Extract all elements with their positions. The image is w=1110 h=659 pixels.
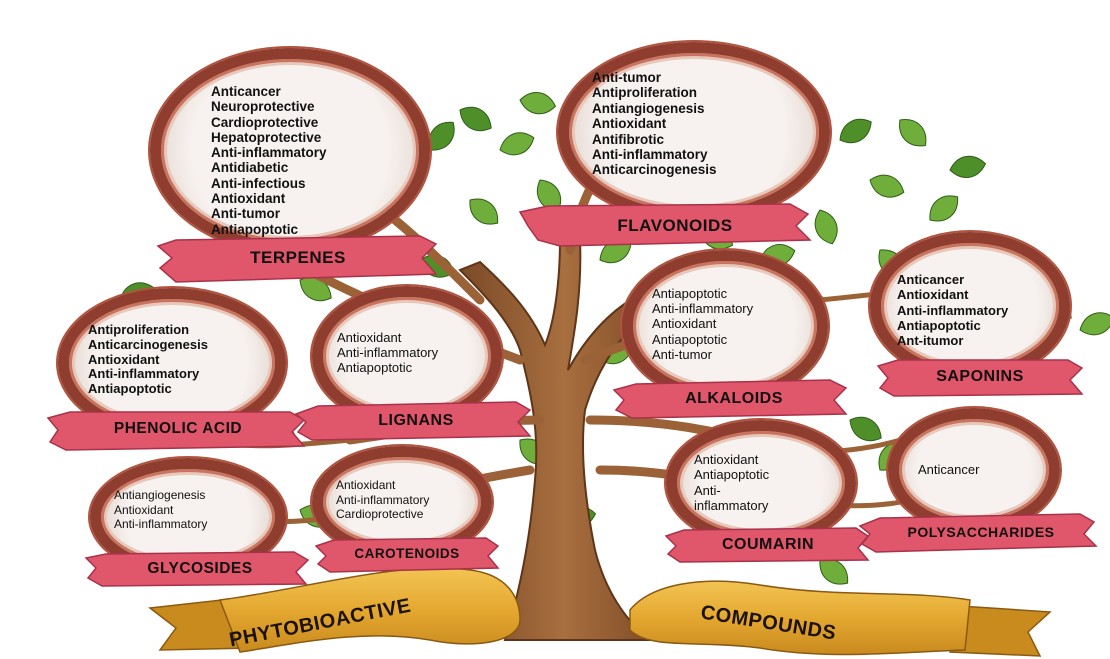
leaf-icon — [849, 416, 882, 442]
phenolic-acid-label: PHENOLIC ACID — [113, 420, 243, 437]
effect-item: Anti-inflammatory — [336, 492, 430, 507]
carotenoids-label: CAROTENOIDS — [354, 546, 460, 561]
terpenes-effects: Anticancer Neuroprotective Cardioprotect… — [211, 84, 327, 237]
effect-item: Cardioprotective — [336, 507, 424, 522]
effect-item: Antifibrotic — [592, 131, 664, 147]
effect-item: Anti- — [694, 482, 721, 498]
effect-item: Anticarcinogenesis — [88, 336, 208, 352]
effect-item: Anti-infectious — [211, 175, 306, 191]
effect-item: Antiapoptotic — [337, 360, 413, 375]
effect-item: Anticancer — [897, 272, 965, 287]
phenolic-acid-effects: Antiproliferation Anticarcinogenesis Ant… — [88, 322, 208, 397]
effect-item: Antiproliferation — [88, 322, 190, 337]
effect-item: Anti-inflammatory — [88, 366, 200, 382]
effect-item: Anticancer — [211, 84, 281, 99]
saponins-ring — [870, 232, 1070, 380]
carotenoids-effects: Antioxidant Anti-inflammatory Cardioprot… — [336, 478, 429, 522]
leaf-icon — [899, 119, 927, 147]
effect-item: Antidiabetic — [211, 160, 289, 176]
effect-item: inflammatory — [694, 497, 769, 513]
leaf-icon — [519, 92, 557, 115]
leaf-icon — [536, 179, 562, 212]
alkaloids-ring — [622, 250, 828, 402]
polysaccharides-label: POLYSACCHARIDES — [907, 524, 1055, 540]
leaf-icon — [1079, 312, 1110, 336]
effect-item: Antiapoptotic — [694, 467, 770, 483]
effect-item: Anti-inflammatory — [897, 302, 1009, 318]
effect-item: Anti-tumor — [211, 206, 280, 222]
glycosides-label: GLYCOSIDES — [147, 560, 253, 577]
effect-item: Ant-itumor — [897, 333, 964, 349]
bottom-ribbon — [148, 567, 1052, 657]
leaf-icon — [599, 238, 632, 264]
coumarin-effects: Antioxidant Antiapoptotic Anti- inflamma… — [694, 452, 769, 513]
effect-item: Anti-inflammatory — [592, 147, 708, 163]
effect-item: Anti-tumor — [592, 70, 661, 85]
effect-item: Neuroprotective — [211, 99, 315, 115]
effect-item: Cardioprotective — [211, 114, 319, 130]
effect-item: Antioxidant — [336, 478, 396, 492]
effect-item: Antioxidant — [337, 330, 402, 345]
leaf-icon — [499, 132, 535, 156]
leaf-icon — [869, 174, 905, 198]
effect-item: Antiangiogenesis — [114, 488, 206, 502]
saponins-effects: Anticancer Antioxidant Anti-inflammatory… — [897, 272, 1008, 348]
effect-item: Antiapoptotic — [652, 331, 728, 347]
effect-item: Anticarcinogenesis — [592, 162, 717, 178]
effect-item: Anti-inflammatory — [114, 517, 208, 532]
effect-item: Anti-inflammatory — [211, 145, 327, 161]
saponins-label: SAPONINS — [936, 368, 1024, 385]
effect-item: Antiangiogenesis — [592, 100, 705, 116]
effect-item: Antiapoptotic — [211, 221, 298, 237]
alkaloids-effects: Antiapoptotic Anti-inflammatory Antioxid… — [652, 286, 753, 362]
leaf-icon — [469, 198, 499, 225]
effect-item: Antiapoptotic — [88, 381, 172, 397]
effect-item: Antioxidant — [88, 351, 160, 367]
effect-item: Antioxidant — [897, 287, 969, 303]
flavonoids-effects: Anti-tumor Antiproliferation Antiangioge… — [592, 70, 717, 178]
effect-item: Antioxidant — [114, 502, 174, 517]
leaf-icon — [839, 118, 872, 144]
effect-item: Anti-tumor — [652, 346, 712, 362]
flavonoids-label: FLAVONOIDS — [617, 216, 733, 235]
coumarin-label: COUMARIN — [722, 536, 814, 553]
glycosides-effects: Antiangiogenesis Antioxidant Anti-inflam… — [114, 488, 207, 532]
effect-item: Antiproliferation — [592, 85, 697, 101]
leaf-icon — [929, 195, 959, 222]
effect-item: Hepatoprotective — [211, 129, 322, 145]
effect-item: Antioxidant — [592, 116, 667, 132]
effect-item: Antiapoptotic — [652, 286, 728, 301]
effect-item: Anti-inflammatory — [652, 301, 754, 317]
effect-item: Anticancer — [918, 462, 980, 477]
alkaloids-label: ALKALOIDS — [685, 390, 783, 407]
effect-item: Anti-inflammatory — [337, 345, 439, 360]
leaf-icon — [428, 121, 455, 151]
effect-item: Antiapoptotic — [897, 317, 981, 333]
effect-item: Antioxidant — [211, 191, 286, 207]
leaf-icon — [459, 106, 492, 132]
terpenes-label: TERPENES — [250, 248, 346, 267]
effect-item: Antioxidant — [694, 452, 759, 467]
leaf-icon — [949, 155, 987, 178]
leaf-icon — [814, 209, 838, 245]
effect-item: Antioxidant — [652, 316, 717, 332]
lignans-label: LIGNANS — [378, 412, 454, 429]
polysaccharides-effects: Anticancer — [918, 462, 979, 477]
lignans-effects: Antioxidant Anti-inflammatory Antiapopto… — [337, 330, 438, 375]
leaf-icon — [819, 558, 849, 585]
